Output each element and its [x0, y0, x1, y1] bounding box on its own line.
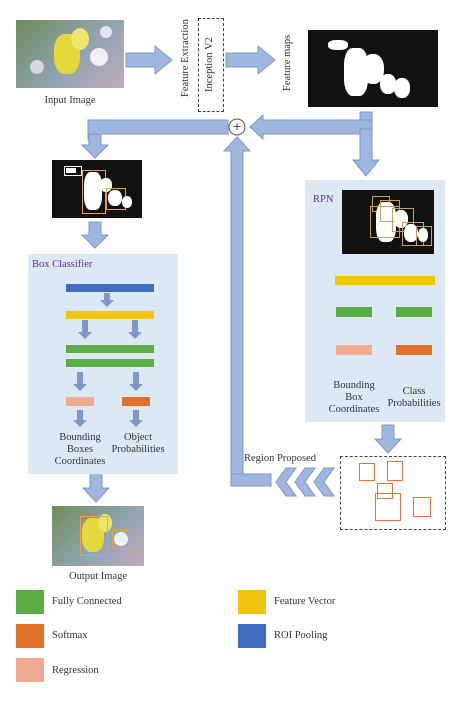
softmax-bar — [122, 397, 150, 406]
legend-label-softmax: Softmax — [52, 630, 88, 641]
rpn-class-label: Class Probabilities — [387, 386, 441, 409]
arrow-to-rpn — [351, 128, 381, 177]
rpn-feature-vector-bar — [335, 276, 435, 285]
rpn-bbox-label: Bounding Box Coordinates — [328, 380, 380, 415]
arrow-rpn-to-region — [373, 424, 403, 454]
arrow-input-to-extraction — [125, 44, 173, 76]
roi-pooling-bar — [66, 284, 154, 292]
output-image — [52, 506, 144, 566]
feature-maps-image — [308, 30, 438, 107]
connector-region-left — [230, 473, 272, 487]
legend-swatch-roi-pooling — [238, 624, 266, 648]
plus-sign: + — [232, 120, 242, 133]
arrow-classifier-to-output — [81, 472, 111, 503]
legend: Fully Connected Feature Vector Softmax R… — [0, 590, 474, 700]
plus-junction — [228, 118, 246, 136]
regression-bar — [66, 397, 94, 406]
legend-swatch-regression — [16, 658, 44, 682]
input-image — [16, 20, 124, 88]
legend-swatch-feature-vector — [238, 590, 266, 614]
fc-bar-2 — [66, 359, 154, 367]
arrow-extraction-to-maps — [225, 44, 276, 76]
legend-label-regression: Regression — [52, 665, 99, 676]
feature-vector-bar — [66, 311, 154, 319]
region-proposal-box — [340, 456, 446, 530]
rpn-title: RPN — [313, 194, 334, 205]
bc-bbox-label: Bounding Boxes Coordinates — [54, 432, 106, 467]
arrow-left-down — [80, 133, 110, 159]
legend-swatch-softmax — [16, 624, 44, 648]
legend-label-roi-pooling: ROI Pooling — [274, 630, 328, 641]
chevron-2 — [294, 467, 316, 497]
rpn-fc-bar-left — [336, 307, 372, 317]
arrow-region-up — [222, 136, 252, 487]
input-image-label: Input Image — [44, 95, 96, 106]
legend-label-fully-connected: Fully Connected — [52, 596, 122, 607]
output-image-label: Output Image — [68, 571, 128, 582]
bc-object-label: Object Probabilities — [111, 432, 165, 455]
rpn-softmax-bar — [396, 345, 432, 355]
fc-bar-1 — [66, 345, 154, 353]
rpn-fc-bar-right — [396, 307, 432, 317]
feature-extraction-box — [198, 18, 224, 112]
legend-swatch-fully-connected — [16, 590, 44, 614]
rpn-regression-bar — [336, 345, 372, 355]
legend-label-feature-vector: Feature Vector — [274, 596, 336, 607]
roi-feature-map — [52, 160, 142, 218]
chevron-1 — [275, 467, 297, 497]
arrow-maps-to-plus — [249, 113, 373, 141]
arrow-map-to-classifier — [80, 221, 110, 249]
region-proposed-label: Region Proposed — [244, 453, 317, 464]
box-classifier-title: Box Classifier — [32, 259, 93, 270]
rpn-feature-map — [342, 190, 434, 254]
chevron-3 — [313, 467, 335, 497]
